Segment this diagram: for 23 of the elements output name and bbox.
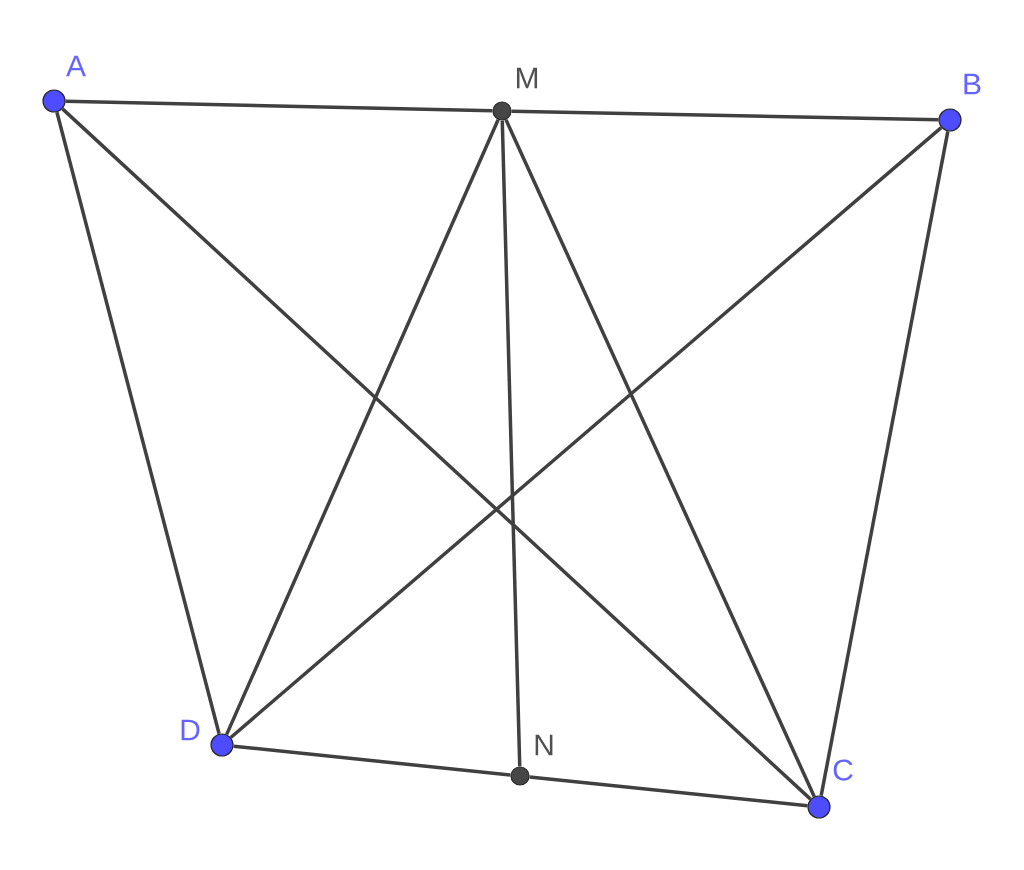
node-label: B: [964, 73, 981, 95]
line-segment: [233, 744, 511, 777]
line-segment: [511, 109, 939, 122]
line-segment: [819, 131, 950, 796]
line-segment: [65, 99, 493, 113]
line-segment: [504, 119, 816, 798]
line-segment: [61, 107, 812, 801]
point: D: [181, 719, 234, 757]
node-label: N: [535, 734, 553, 756]
point: B: [938, 73, 981, 132]
point: N: [510, 734, 553, 786]
point: A: [42, 55, 86, 113]
node-label: M: [516, 67, 538, 89]
node-label: A: [66, 55, 86, 77]
point: M: [492, 67, 538, 121]
line-segment: [229, 126, 943, 739]
point: C: [807, 759, 853, 819]
node-label: C: [833, 759, 853, 781]
node-label: D: [181, 719, 200, 741]
line-segment: [55, 111, 221, 735]
line-segment: [500, 120, 522, 767]
line-segment: [529, 775, 808, 808]
line-segment: [225, 119, 500, 736]
